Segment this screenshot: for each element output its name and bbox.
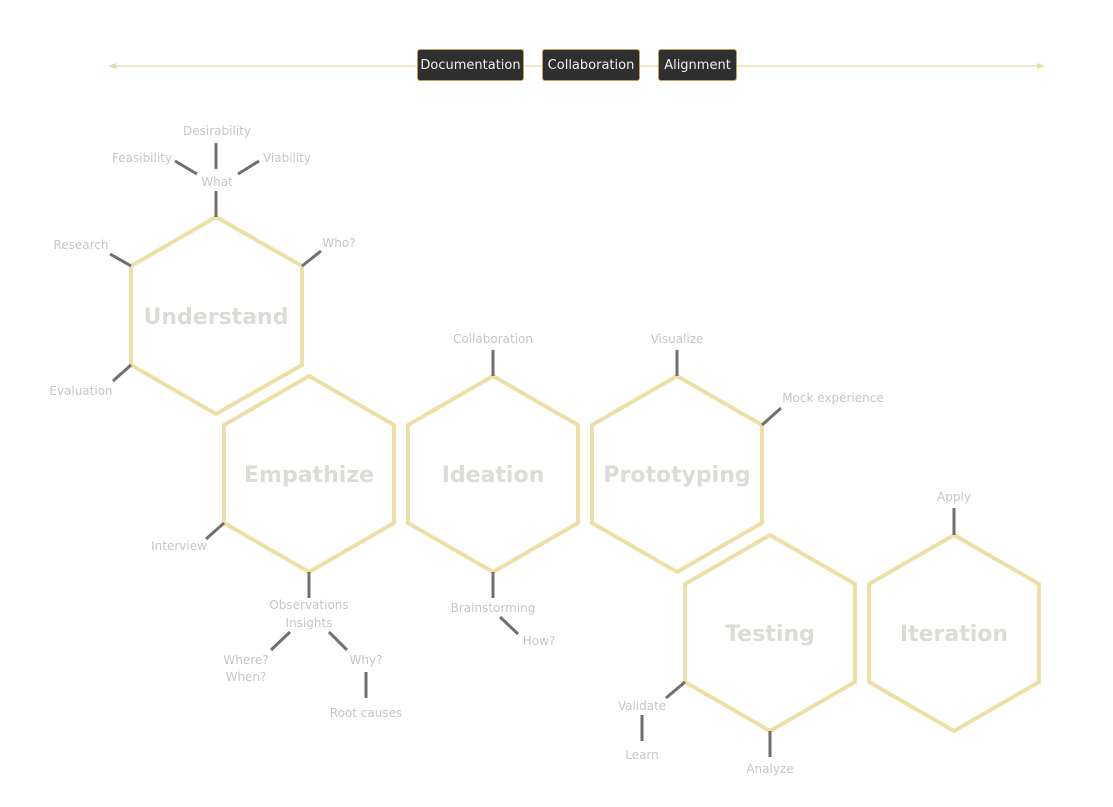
title-prototyping: Prototyping — [603, 463, 750, 488]
label-collaboration: Collaboration — [453, 332, 533, 346]
label-interview: Interview — [151, 539, 207, 553]
label-validate: Validate — [618, 699, 666, 713]
label-mock-experience: Mock experience — [782, 391, 884, 405]
label-where: Where? — [223, 653, 268, 667]
label-learn: Learn — [625, 748, 659, 762]
axis-right-arrow — [1037, 63, 1045, 69]
label-feasibility: Feasibility — [112, 151, 172, 165]
stem-feasibility — [174, 159, 198, 176]
label-what: What — [201, 175, 233, 189]
title-ideation: Ideation — [442, 463, 545, 488]
stem-where — [269, 630, 292, 652]
label-insights: Insights — [286, 616, 333, 630]
connector-stems — [109, 143, 956, 757]
label-who: Who? — [322, 236, 355, 250]
stem-research — [109, 252, 132, 268]
title-empathize: Empathize — [244, 463, 374, 488]
hex-iteration — [867, 532, 1041, 734]
label-viability: Viability — [263, 151, 311, 165]
stem-interview — [205, 521, 225, 541]
label-evaluation: Evaluation — [49, 384, 112, 398]
label-how: How? — [523, 634, 556, 648]
stem-evaluation — [112, 363, 132, 383]
title-understand: Understand — [144, 305, 289, 330]
label-research: Research — [53, 238, 108, 252]
label-why: Why? — [350, 653, 383, 667]
tag-alignment: Alignment — [658, 49, 737, 81]
axis-left-arrow — [108, 63, 116, 69]
label-brainstorming: Brainstorming — [451, 601, 536, 615]
label-analyze: Analyze — [746, 762, 793, 776]
tag-documentation: Documentation — [417, 49, 524, 81]
label-when: When? — [226, 670, 267, 684]
stem-how — [498, 615, 520, 636]
label-observations: Observations — [269, 598, 348, 612]
stem-viability — [237, 159, 260, 176]
label-visualize: Visualize — [651, 332, 704, 346]
title-iteration: Iteration — [900, 622, 1008, 647]
tag-collaboration: Collaboration — [542, 49, 640, 81]
stem-why — [327, 630, 349, 652]
label-root-causes: Root causes — [330, 706, 402, 720]
stem-validate — [665, 680, 686, 700]
label-desirability: Desirability — [183, 124, 251, 138]
stem-who — [301, 249, 322, 268]
stem-mock-experience — [760, 406, 783, 427]
title-testing: Testing — [725, 622, 815, 647]
label-apply: Apply — [937, 490, 971, 504]
